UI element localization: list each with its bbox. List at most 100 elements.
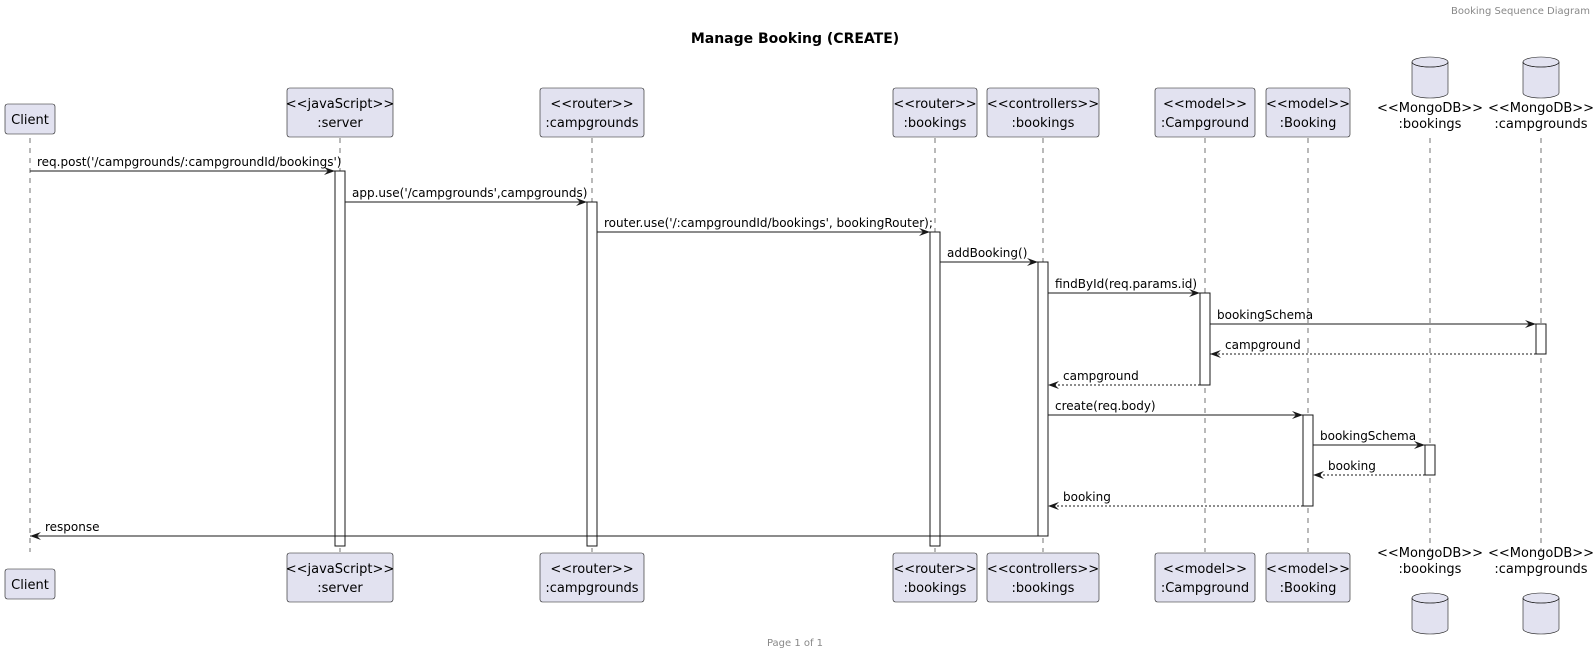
participant-label: <<MongoDB>> bbox=[1377, 546, 1483, 561]
message-label: booking bbox=[1063, 490, 1111, 504]
message-9: create(req.body) bbox=[1048, 399, 1303, 419]
arrowhead-icon bbox=[1313, 471, 1324, 479]
participant-label: <<MongoDB>> bbox=[1488, 101, 1594, 116]
participant-router-bookings-top: <<router>> :bookings bbox=[892, 87, 978, 138]
message-label: response bbox=[45, 520, 100, 534]
message-8: campground bbox=[1048, 369, 1200, 389]
message-label: findById(req.params.id) bbox=[1055, 277, 1197, 291]
participant-client-top: Client bbox=[4, 103, 56, 135]
arrowhead-icon bbox=[30, 532, 41, 540]
participant-label: <<controllers>> bbox=[987, 97, 1099, 112]
participant-box bbox=[1154, 552, 1256, 603]
participant-model-booking-bottom: <<model>> :Booking bbox=[1265, 552, 1351, 603]
activation-bar-server bbox=[334, 170, 346, 547]
arrowhead-icon bbox=[1189, 289, 1200, 297]
arrowhead-icon bbox=[1027, 258, 1038, 266]
database-icon-rim bbox=[1522, 597, 1560, 604]
participant-label: :bookings bbox=[904, 581, 967, 596]
message-label: campground bbox=[1225, 338, 1301, 352]
participant-label: <<model>> bbox=[1266, 97, 1350, 112]
arrowhead-icon bbox=[1210, 350, 1221, 358]
activation-bar-router-bookings bbox=[929, 231, 941, 547]
participant-label: <<router>> bbox=[893, 562, 976, 577]
participant-controllers-bookings-bottom: <<controllers>> :bookings bbox=[986, 552, 1100, 603]
diagram-title: Manage Booking (CREATE) bbox=[691, 31, 899, 47]
participant-label: :server bbox=[317, 581, 363, 596]
participant-router-campgrounds-top: <<router>> :campgrounds bbox=[539, 87, 645, 138]
participant-label: :bookings bbox=[1399, 117, 1462, 132]
activation-bar-mongodb-campgrounds bbox=[1535, 323, 1547, 355]
database-icon bbox=[1522, 62, 1560, 99]
participant-label: <<model>> bbox=[1163, 562, 1247, 577]
message-12: booking bbox=[1048, 490, 1303, 510]
participant-label: Client bbox=[11, 578, 49, 593]
participant-label: <<MongoDB>> bbox=[1377, 101, 1483, 116]
participant-box bbox=[1154, 87, 1256, 138]
message-4: addBooking() bbox=[940, 246, 1038, 266]
participant-box bbox=[286, 552, 394, 603]
database-icon bbox=[1411, 598, 1449, 635]
participant-model-booking-top: <<model>>:Booking bbox=[1265, 87, 1351, 138]
database-mongodb-bookings-top: <<MongoDB>>:bookings bbox=[1377, 56, 1483, 132]
participant-server-top: <<javaScript>>:server bbox=[286, 87, 394, 138]
participant-label: <<router>> bbox=[550, 97, 633, 112]
participant-label: :bookings bbox=[1012, 581, 1075, 596]
activation-bar-mongodb-bookings bbox=[1424, 444, 1436, 476]
database-mongodb-bookings-bottom: <<MongoDB>>:bookings bbox=[1377, 546, 1483, 635]
participant-server-bottom: <<javaScript>> :server bbox=[286, 552, 395, 603]
participant-label: :server bbox=[317, 116, 363, 131]
message-2: app.use('/campgrounds',campgrounds) bbox=[345, 186, 587, 206]
lifelines bbox=[29, 138, 1542, 552]
database-icon bbox=[1522, 598, 1560, 635]
participant-label: :bookings bbox=[1012, 116, 1075, 131]
arrowhead-icon bbox=[576, 198, 587, 206]
diagram-header: Booking Sequence Diagram bbox=[1451, 6, 1590, 17]
participant-label: Client bbox=[11, 113, 49, 128]
participant-client-bottom: Client bbox=[4, 568, 56, 600]
participant-box bbox=[539, 87, 645, 138]
arrowhead-icon bbox=[324, 167, 335, 175]
participant-label: <<controllers>> bbox=[987, 562, 1099, 577]
participant-box bbox=[986, 87, 1100, 138]
message-label: router.use('/:campgroundId/bookings', bo… bbox=[604, 216, 933, 230]
activation-bar-model-booking bbox=[1302, 414, 1314, 507]
participant-label: :bookings bbox=[1399, 562, 1462, 577]
activation-bar-model-campground bbox=[1199, 292, 1211, 386]
message-label: app.use('/campgrounds',campgrounds) bbox=[352, 186, 587, 200]
participant-label: <<model>> bbox=[1163, 97, 1247, 112]
arrowhead-icon bbox=[919, 228, 930, 236]
messages: req.post('/campgrounds/:campgroundId/boo… bbox=[30, 155, 1536, 540]
database-mongodb-campgrounds-top: <<MongoDB>>:campgrounds bbox=[1488, 56, 1594, 132]
participant-label: :campgrounds bbox=[1494, 117, 1587, 132]
arrowhead-icon bbox=[1048, 381, 1059, 389]
participant-box bbox=[4, 568, 56, 600]
participant-label: <<router>> bbox=[893, 97, 976, 112]
participant-label: :bookings bbox=[904, 116, 967, 131]
activation-bar-router-campgrounds bbox=[586, 201, 598, 547]
database-icon bbox=[1411, 62, 1449, 99]
participant-box bbox=[986, 552, 1100, 603]
message-label: req.post('/campgrounds/:campgroundId/boo… bbox=[37, 155, 341, 169]
database-icon-rim bbox=[1411, 597, 1449, 604]
participant-label: :campgrounds bbox=[545, 116, 638, 131]
participant-label: <<router>> bbox=[550, 562, 633, 577]
page-footer: Page 1 of 1 bbox=[767, 638, 823, 649]
participant-label: <<model>> bbox=[1266, 562, 1350, 577]
arrowhead-icon bbox=[1048, 502, 1059, 510]
activation-bars bbox=[334, 170, 1547, 547]
arrowhead-icon bbox=[1414, 441, 1425, 449]
participants: ClientClient<<javaScript>>:server<<javaS… bbox=[4, 56, 1594, 635]
message-13: response bbox=[30, 520, 1038, 540]
message-1: req.post('/campgrounds/:campgroundId/boo… bbox=[30, 155, 341, 175]
message-label: bookingSchema bbox=[1320, 429, 1416, 443]
participant-box bbox=[539, 552, 645, 603]
participant-label: :campgrounds bbox=[545, 581, 638, 596]
participant-label: :Booking bbox=[1280, 581, 1337, 596]
participant-label: <<javaScript>> bbox=[286, 562, 395, 577]
message-3: router.use('/:campgroundId/bookings', bo… bbox=[597, 216, 933, 236]
database-mongodb-campgrounds-bottom: <<MongoDB>>:campgrounds bbox=[1488, 546, 1594, 635]
message-label: addBooking() bbox=[947, 246, 1027, 260]
database-icon-rim bbox=[1522, 61, 1560, 68]
participant-label: :Campground bbox=[1161, 581, 1249, 596]
